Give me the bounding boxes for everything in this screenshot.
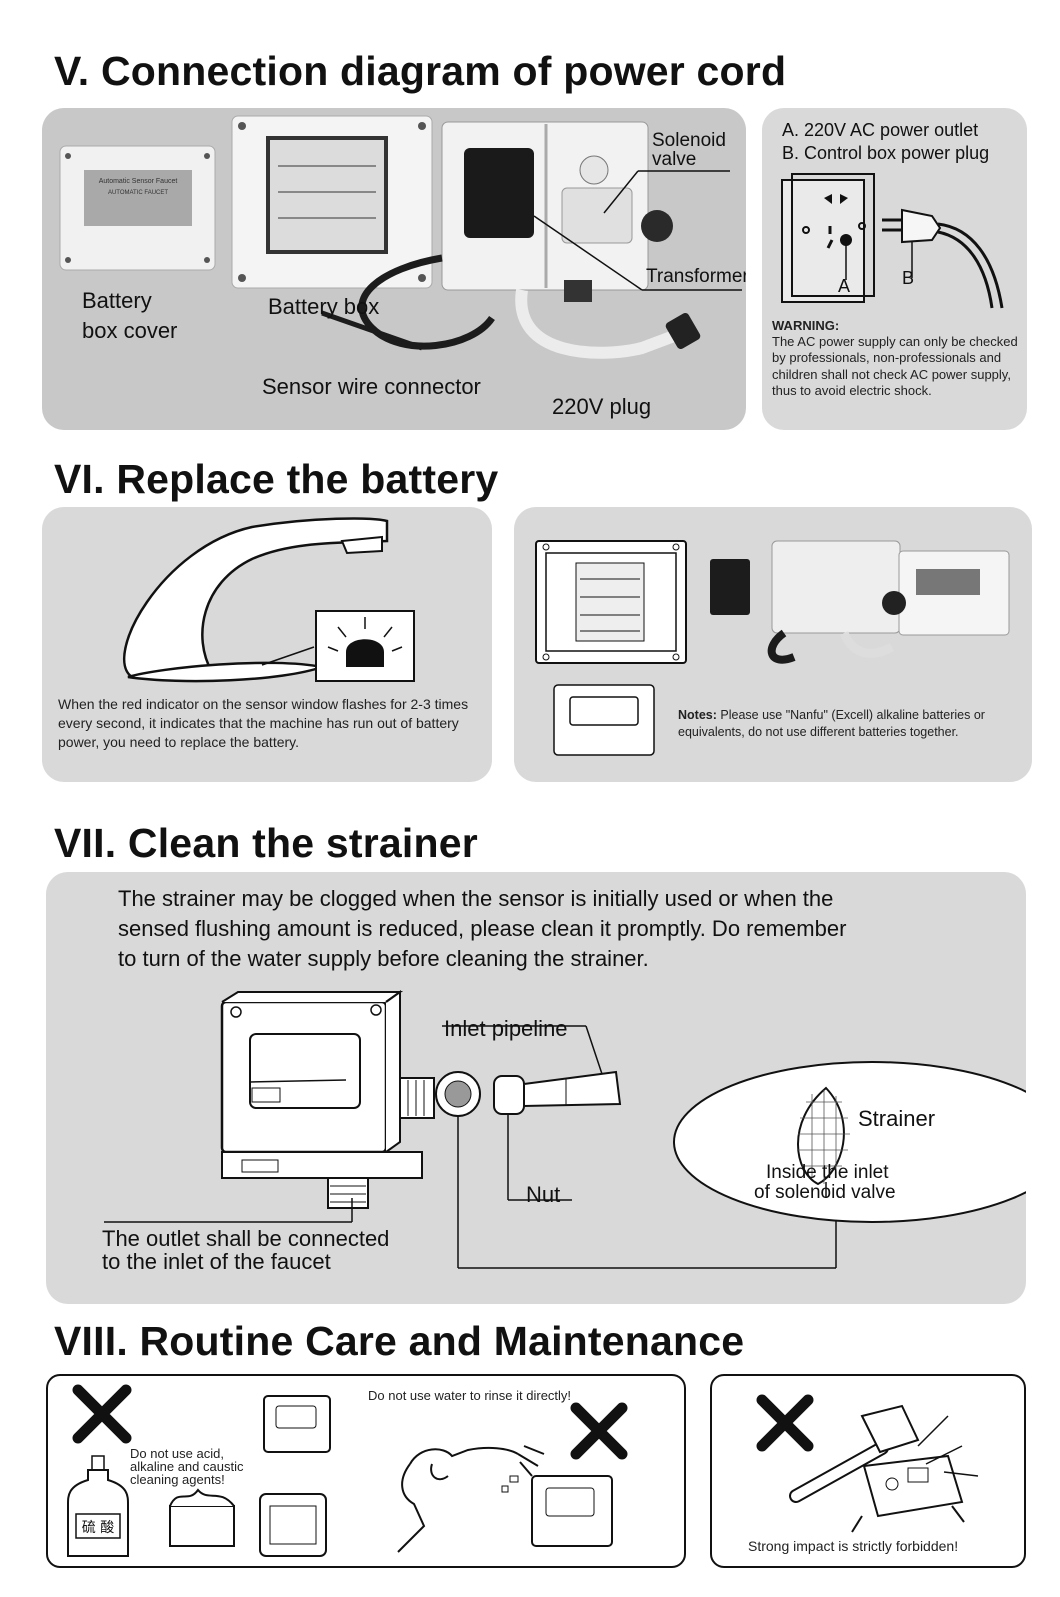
strainer-intro-line3: to turn of the water supply before clean… bbox=[118, 946, 649, 971]
battery-parts-drawing bbox=[535, 540, 1010, 756]
label-solenoid-1: Solenoid bbox=[652, 130, 726, 151]
care-drawing-right bbox=[756, 1394, 979, 1533]
label-strainer: Strainer bbox=[858, 1106, 936, 1131]
care-drawing-left: 硫 酸 bbox=[67, 1384, 628, 1557]
cover-plate-line2: AUTOMATIC FAUCET bbox=[108, 190, 168, 196]
notes-text: Please use "Nanfu" (Excell) alkaline bat… bbox=[678, 708, 985, 739]
label-battery-box-cover-1: Battery bbox=[82, 288, 152, 313]
strainer-panel: The strainer may be clogged when the sen… bbox=[46, 872, 1026, 1304]
cover-plate-line1: Automatic Sensor Faucet bbox=[99, 178, 178, 185]
battery-notes: Notes: Please use "Nanfu" (Excell) alkal… bbox=[678, 707, 1026, 741]
label-solenoid-2: valve bbox=[652, 149, 697, 170]
notes-label: Notes: bbox=[678, 708, 717, 722]
indicator-panel: When the red indicator on the sensor win… bbox=[42, 507, 492, 782]
no-water-warning: Do not use water to rinse it directly! bbox=[368, 1388, 572, 1403]
section-6-title: VI. Replace the battery bbox=[54, 456, 499, 502]
label-outlet-line1: The outlet shall be connected bbox=[102, 1226, 390, 1251]
section-7-title: VII. Clean the strainer bbox=[54, 820, 478, 866]
label-inside-inlet-1: Inside the inlet bbox=[766, 1162, 889, 1183]
label-inside-inlet-2: of solenoid valve bbox=[754, 1182, 896, 1203]
bottle-label: 硫 酸 bbox=[82, 1520, 114, 1536]
label-220v-plug: 220V plug bbox=[552, 394, 652, 419]
no-acid-line1: Do not use acid, bbox=[130, 1446, 224, 1461]
label-transformer: Transformer bbox=[646, 266, 746, 287]
plug-label-b: B bbox=[902, 268, 915, 288]
strainer-diagram bbox=[104, 990, 1026, 1269]
section-5-title: V. Connection diagram of power cord bbox=[54, 48, 787, 94]
faucet-indicator-drawing bbox=[122, 517, 415, 683]
no-acid-line3: cleaning agents! bbox=[130, 1472, 225, 1487]
legend-line-a: A. 220V AC power outlet bbox=[782, 120, 979, 140]
section-8-title: VIII. Routine Care and Maintenance bbox=[54, 1318, 745, 1364]
care-panel-right: Strong impact is strictly forbidden! bbox=[710, 1374, 1026, 1568]
legend-line-b: B. Control box power plug bbox=[782, 143, 990, 163]
care-panel-left: 硫 酸 Do not use acid, alkaline and causti… bbox=[46, 1374, 686, 1568]
label-outlet-line2: to the inlet of the faucet bbox=[102, 1249, 331, 1274]
label-nut: Nut bbox=[526, 1182, 561, 1207]
strainer-intro-line1: The strainer may be clogged when the sen… bbox=[118, 886, 834, 911]
battery-notes-panel: Notes: Please use "Nanfu" (Excell) alkal… bbox=[514, 507, 1032, 782]
warning-title: WARNING: bbox=[772, 318, 840, 333]
indicator-instructions: When the red indicator on the sensor win… bbox=[58, 696, 469, 750]
label-battery-box: Battery box bbox=[268, 294, 380, 319]
power-cord-photo-panel: Automatic Sensor Faucet AUTOMATIC FAUCET… bbox=[42, 108, 746, 430]
label-inlet-pipeline: Inlet pipeline bbox=[444, 1016, 568, 1041]
outlet-label-a: A bbox=[838, 276, 851, 296]
outlet-and-plug-drawing bbox=[781, 173, 1004, 309]
no-impact-warning: Strong impact is strictly forbidden! bbox=[748, 1538, 959, 1554]
power-cord-photo: Automatic Sensor Faucet AUTOMATIC FAUCET bbox=[59, 115, 742, 359]
warning-text: The AC power supply can only be checked … bbox=[772, 334, 1018, 398]
label-battery-box-cover-2: box cover bbox=[82, 318, 178, 343]
power-warning-panel: A. 220V AC power outlet B. Control box p… bbox=[762, 108, 1027, 430]
strainer-intro-line2: sensed flushing amount is reduced, pleas… bbox=[118, 916, 847, 941]
no-acid-line2: alkaline and caustic bbox=[130, 1459, 244, 1474]
label-sensor-wire-connector: Sensor wire connector bbox=[262, 374, 481, 399]
